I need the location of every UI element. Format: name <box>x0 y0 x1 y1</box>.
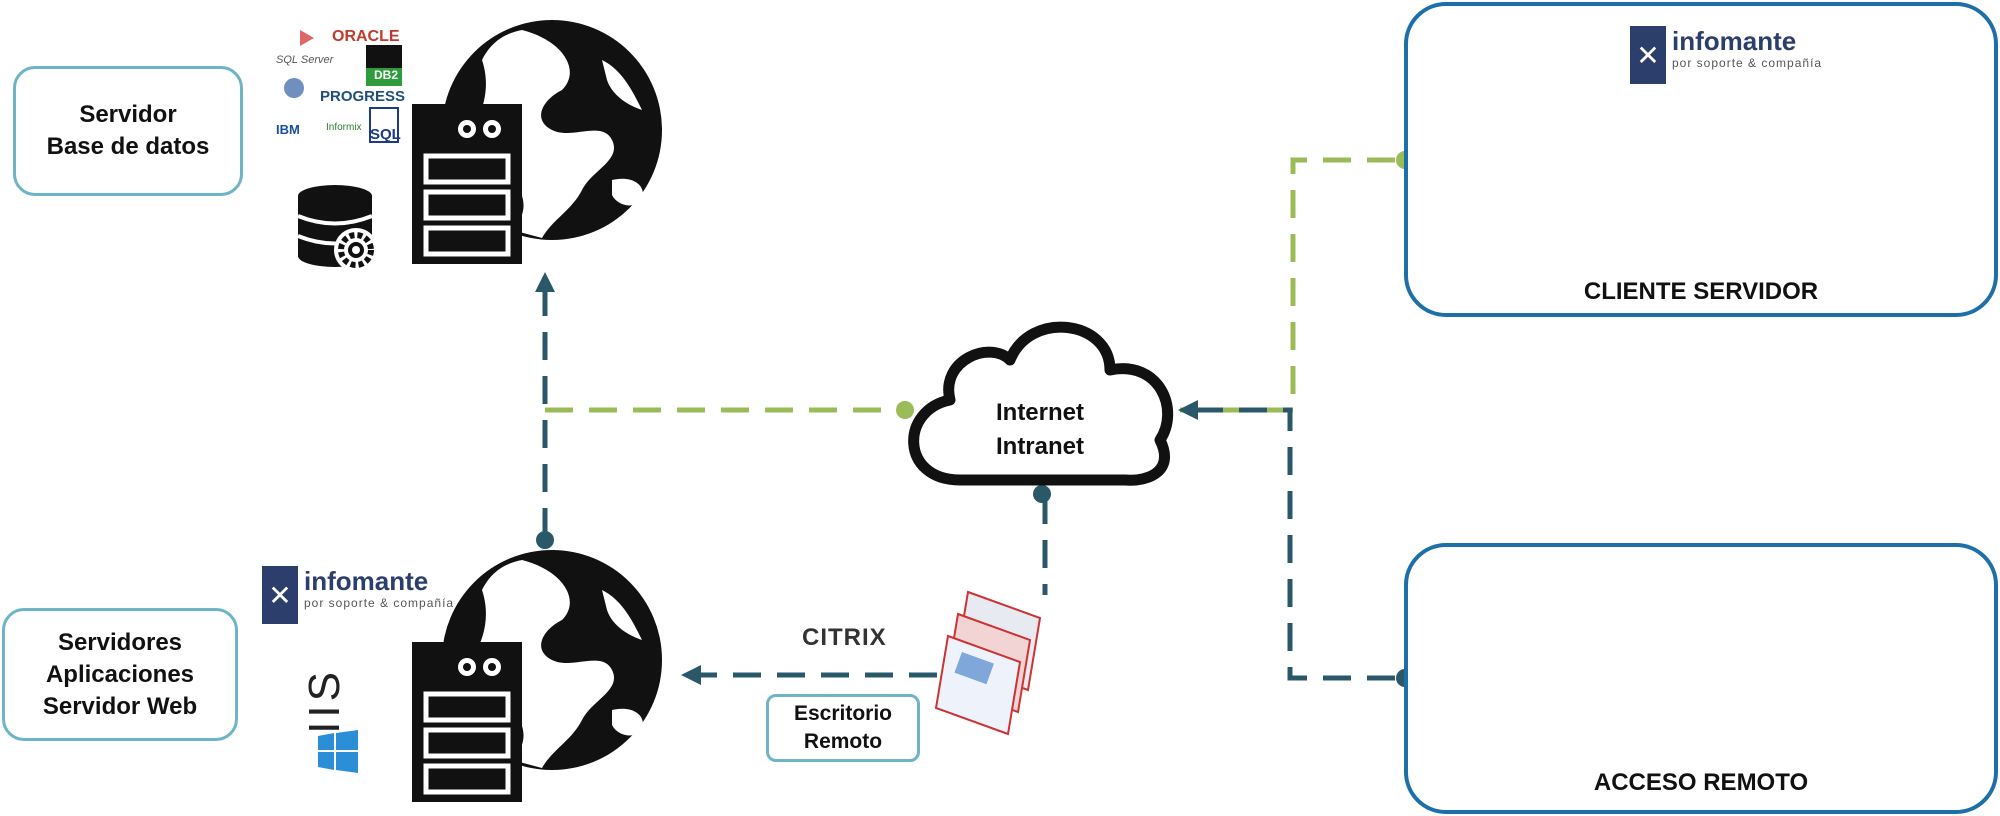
cloud-label: Internet Intranet <box>940 396 1140 464</box>
sqlserver-logo: SQL Server <box>276 54 334 66</box>
remote-desktop-box: Escritorio Remoto <box>766 694 920 762</box>
remote-desktop-line2: Remoto <box>803 730 883 753</box>
cloud-icon <box>908 321 1174 486</box>
arrow-left-icon <box>1178 400 1198 420</box>
cloud-line2: Intranet <box>995 433 1084 460</box>
client-server-caption: CLIENTE SERVIDOR <box>1583 278 1819 305</box>
infomante-logo: ✕ infomante por soporte & compañía <box>262 566 454 624</box>
progress-logo: PROGRESS <box>320 88 406 105</box>
infomante-logo: ✕ infomante por soporte & compañía <box>1630 26 1822 84</box>
server-db-line2: Base de datos <box>46 133 210 160</box>
ibm-logo: IBM <box>276 122 300 137</box>
app-server-line1: Servidores <box>57 628 183 656</box>
remote-access-panel: ACCESO REMOTO <box>1404 543 1998 814</box>
server-db-line1: Servidor <box>79 101 177 128</box>
client-server-panel: ✕ infomante por soporte & compañía CLIEN… <box>1404 2 1998 317</box>
windows-icon <box>318 730 358 773</box>
infomante-mark-icon: ✕ <box>262 566 298 624</box>
oracle-logo: ORACLE <box>332 28 400 45</box>
arrow-left-icon <box>681 665 701 685</box>
sql-logo: SQL <box>370 126 401 143</box>
cloud-line1: Internet <box>995 399 1084 426</box>
iis-logo: IIS <box>300 668 349 734</box>
server-db-box: Servidor Base de datos <box>13 66 243 196</box>
app-server-line2: Aplicaciones <box>45 660 195 688</box>
remote-access-caption: ACCESO REMOTO <box>1593 769 1809 796</box>
server-icon <box>412 104 522 264</box>
teal-link-dot <box>536 531 554 549</box>
teal-link-dot <box>1033 485 1051 503</box>
database-gear-icon <box>297 185 378 272</box>
app-server-line3: Servidor Web <box>42 692 198 720</box>
db2-logo: DB2 <box>374 68 399 82</box>
infomante-name: infomante <box>1672 26 1797 56</box>
db-brand-logos <box>284 30 402 143</box>
infomante-mark-icon: ✕ <box>1630 26 1666 84</box>
green-link-dot <box>896 401 914 419</box>
informix-logo: Informix <box>326 122 362 133</box>
green-link-lines <box>545 157 1395 413</box>
app-server-box: Servidores Aplicaciones Servidor Web <box>2 608 238 741</box>
infomante-name: infomante <box>304 566 429 596</box>
remote-app-icon <box>934 590 1042 736</box>
infomante-tag: por soporte & compañía <box>1672 56 1823 70</box>
remote-desktop-line1: Escritorio <box>793 702 893 725</box>
server-icon <box>412 642 522 802</box>
citrix-logo: CITRIX <box>802 624 887 651</box>
teal-link-lines <box>542 290 1395 681</box>
arrow-up-icon <box>535 272 555 292</box>
infomante-tag: por soporte & compañía <box>304 596 455 610</box>
